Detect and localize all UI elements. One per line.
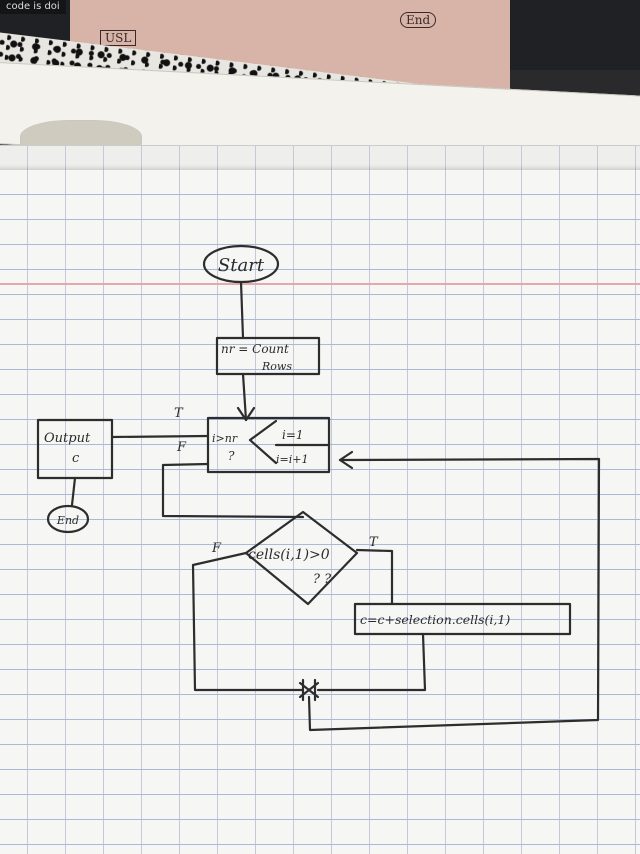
label-true-top: T	[174, 406, 184, 421]
output-line2: c	[72, 451, 80, 466]
loop-init: i=1	[282, 428, 304, 442]
decision-diamond	[244, 510, 359, 606]
red-margin-line	[0, 283, 640, 285]
assign-nr-line2: Rows	[261, 360, 292, 373]
arrow-head-loop	[236, 406, 256, 422]
decision-false-line	[191, 551, 305, 692]
process-box	[353, 602, 572, 636]
true-branch-line	[110, 434, 210, 439]
output-line1: Output	[44, 431, 91, 446]
loop-question: ?	[228, 449, 235, 463]
background-usl-label: USL	[100, 30, 137, 46]
end-label: End	[56, 514, 79, 527]
arrow-start-to-assign	[239, 280, 245, 340]
label-false-left: F	[211, 541, 222, 556]
decision-condition: cells(i,1)>0	[248, 547, 330, 563]
decision-true-line	[355, 548, 394, 606]
assign-nr-box	[215, 336, 321, 376]
decision-question: ? ?	[313, 572, 332, 587]
process-label: c=c+selection.cells(i,1)	[360, 612, 510, 627]
start-label: Start	[218, 255, 265, 276]
background-end-label: End	[400, 12, 437, 28]
label-true-right: T	[369, 535, 379, 550]
end-terminal	[46, 504, 90, 534]
loop-back-arrow-head	[338, 450, 354, 470]
arrow-assign-to-loop	[241, 372, 248, 422]
loop-back-line	[307, 457, 601, 732]
arrow-output-to-end	[70, 476, 77, 507]
loop-increment: i=i+1	[276, 453, 308, 466]
false-branch-line	[161, 462, 305, 519]
laptop-screen-text: code is doi	[0, 0, 66, 14]
assign-nr-line1: nr = Count	[221, 342, 289, 356]
label-false-top: F	[176, 440, 187, 455]
loop-divider	[248, 419, 278, 465]
loop-condition: i>nr	[212, 432, 238, 445]
output-box	[36, 418, 114, 480]
process-to-junction-line	[316, 632, 427, 692]
junction-node	[298, 678, 320, 702]
